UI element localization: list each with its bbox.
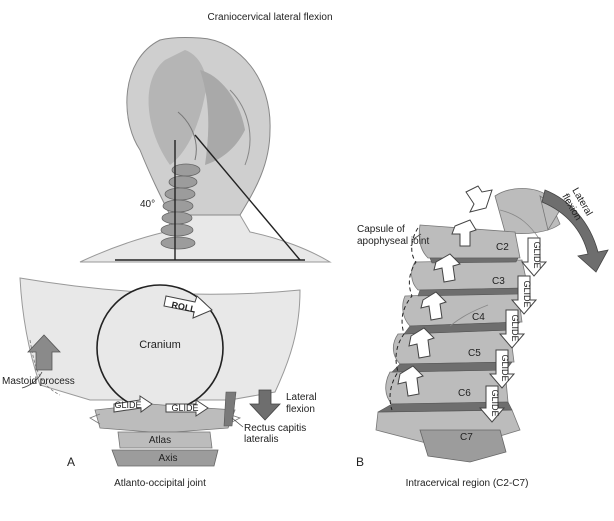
glide-b-3: GLIDE [510,314,520,341]
capsule-label-2: apophyseal joint [357,236,429,247]
lateral-flexion-arrow-b [541,189,609,273]
capsule-label-1: Capsule of [357,224,405,235]
cervical-column [375,188,561,463]
vertebra-c6: C6 [458,388,471,399]
glide-b-1: GLIDE [532,241,542,268]
panel-a-caption: Atlanto-occipital joint [114,478,206,489]
panel-a: Cranium ROLL Mastoid process GLIDE GLIDE… [2,277,317,489]
vertebra-c7: C7 [460,432,473,443]
flexed-axis-line [194,134,301,261]
glide-b-2: GLIDE [522,280,532,307]
capsule-outline [389,227,419,411]
vertebra-c2: C2 [496,242,509,253]
panel-b: GLIDE GLIDE GLIDE GLIDE GLIDE C2 C3 C4 C… [356,185,609,489]
lateral-flexion-a-line1: Lateral [286,392,317,403]
lateral-flexion-arrow-a [249,389,281,421]
glide-right-label: GLIDE [171,403,198,413]
figure-title: Craniocervical lateral flexion [207,12,332,23]
vertebra-c5: C5 [468,348,481,359]
mastoid-arrow [27,334,61,371]
panel-a-letter: A [67,455,75,469]
panel-b-caption: Intracervical region (C2-C7) [406,478,529,489]
cranium-label: Cranium [139,339,181,351]
mastoid-process-label: Mastoid process [2,376,75,387]
vertebra-c4: C4 [472,312,485,323]
rectus-capitis-muscle [223,391,237,427]
glide-arrows-b [397,185,493,397]
head-neck-illustration: 40° [79,36,332,263]
lateral-flexion-a-line2: flexion [286,404,315,415]
glide-b-4: GLIDE [500,354,510,381]
vertebra-c3: C3 [492,276,505,287]
glide-b-5: GLIDE [490,389,500,416]
angle-label: 40° [140,199,155,210]
atlas-label: Atlas [149,435,171,446]
glide-arrow-left: GLIDE [113,395,153,413]
rectus-capitis-label-2: lateralis [244,434,278,445]
rectus-capitis-label-1: Rectus capitis [244,423,306,434]
axis-label: Axis [159,453,178,464]
glide-boxes-b: GLIDE GLIDE GLIDE GLIDE GLIDE [478,237,548,423]
panel-b-letter: B [356,455,364,469]
cervical-spine-small [160,163,201,250]
glide-arrow-right: GLIDE [165,399,209,417]
glide-left-label: GLIDE [114,400,141,410]
